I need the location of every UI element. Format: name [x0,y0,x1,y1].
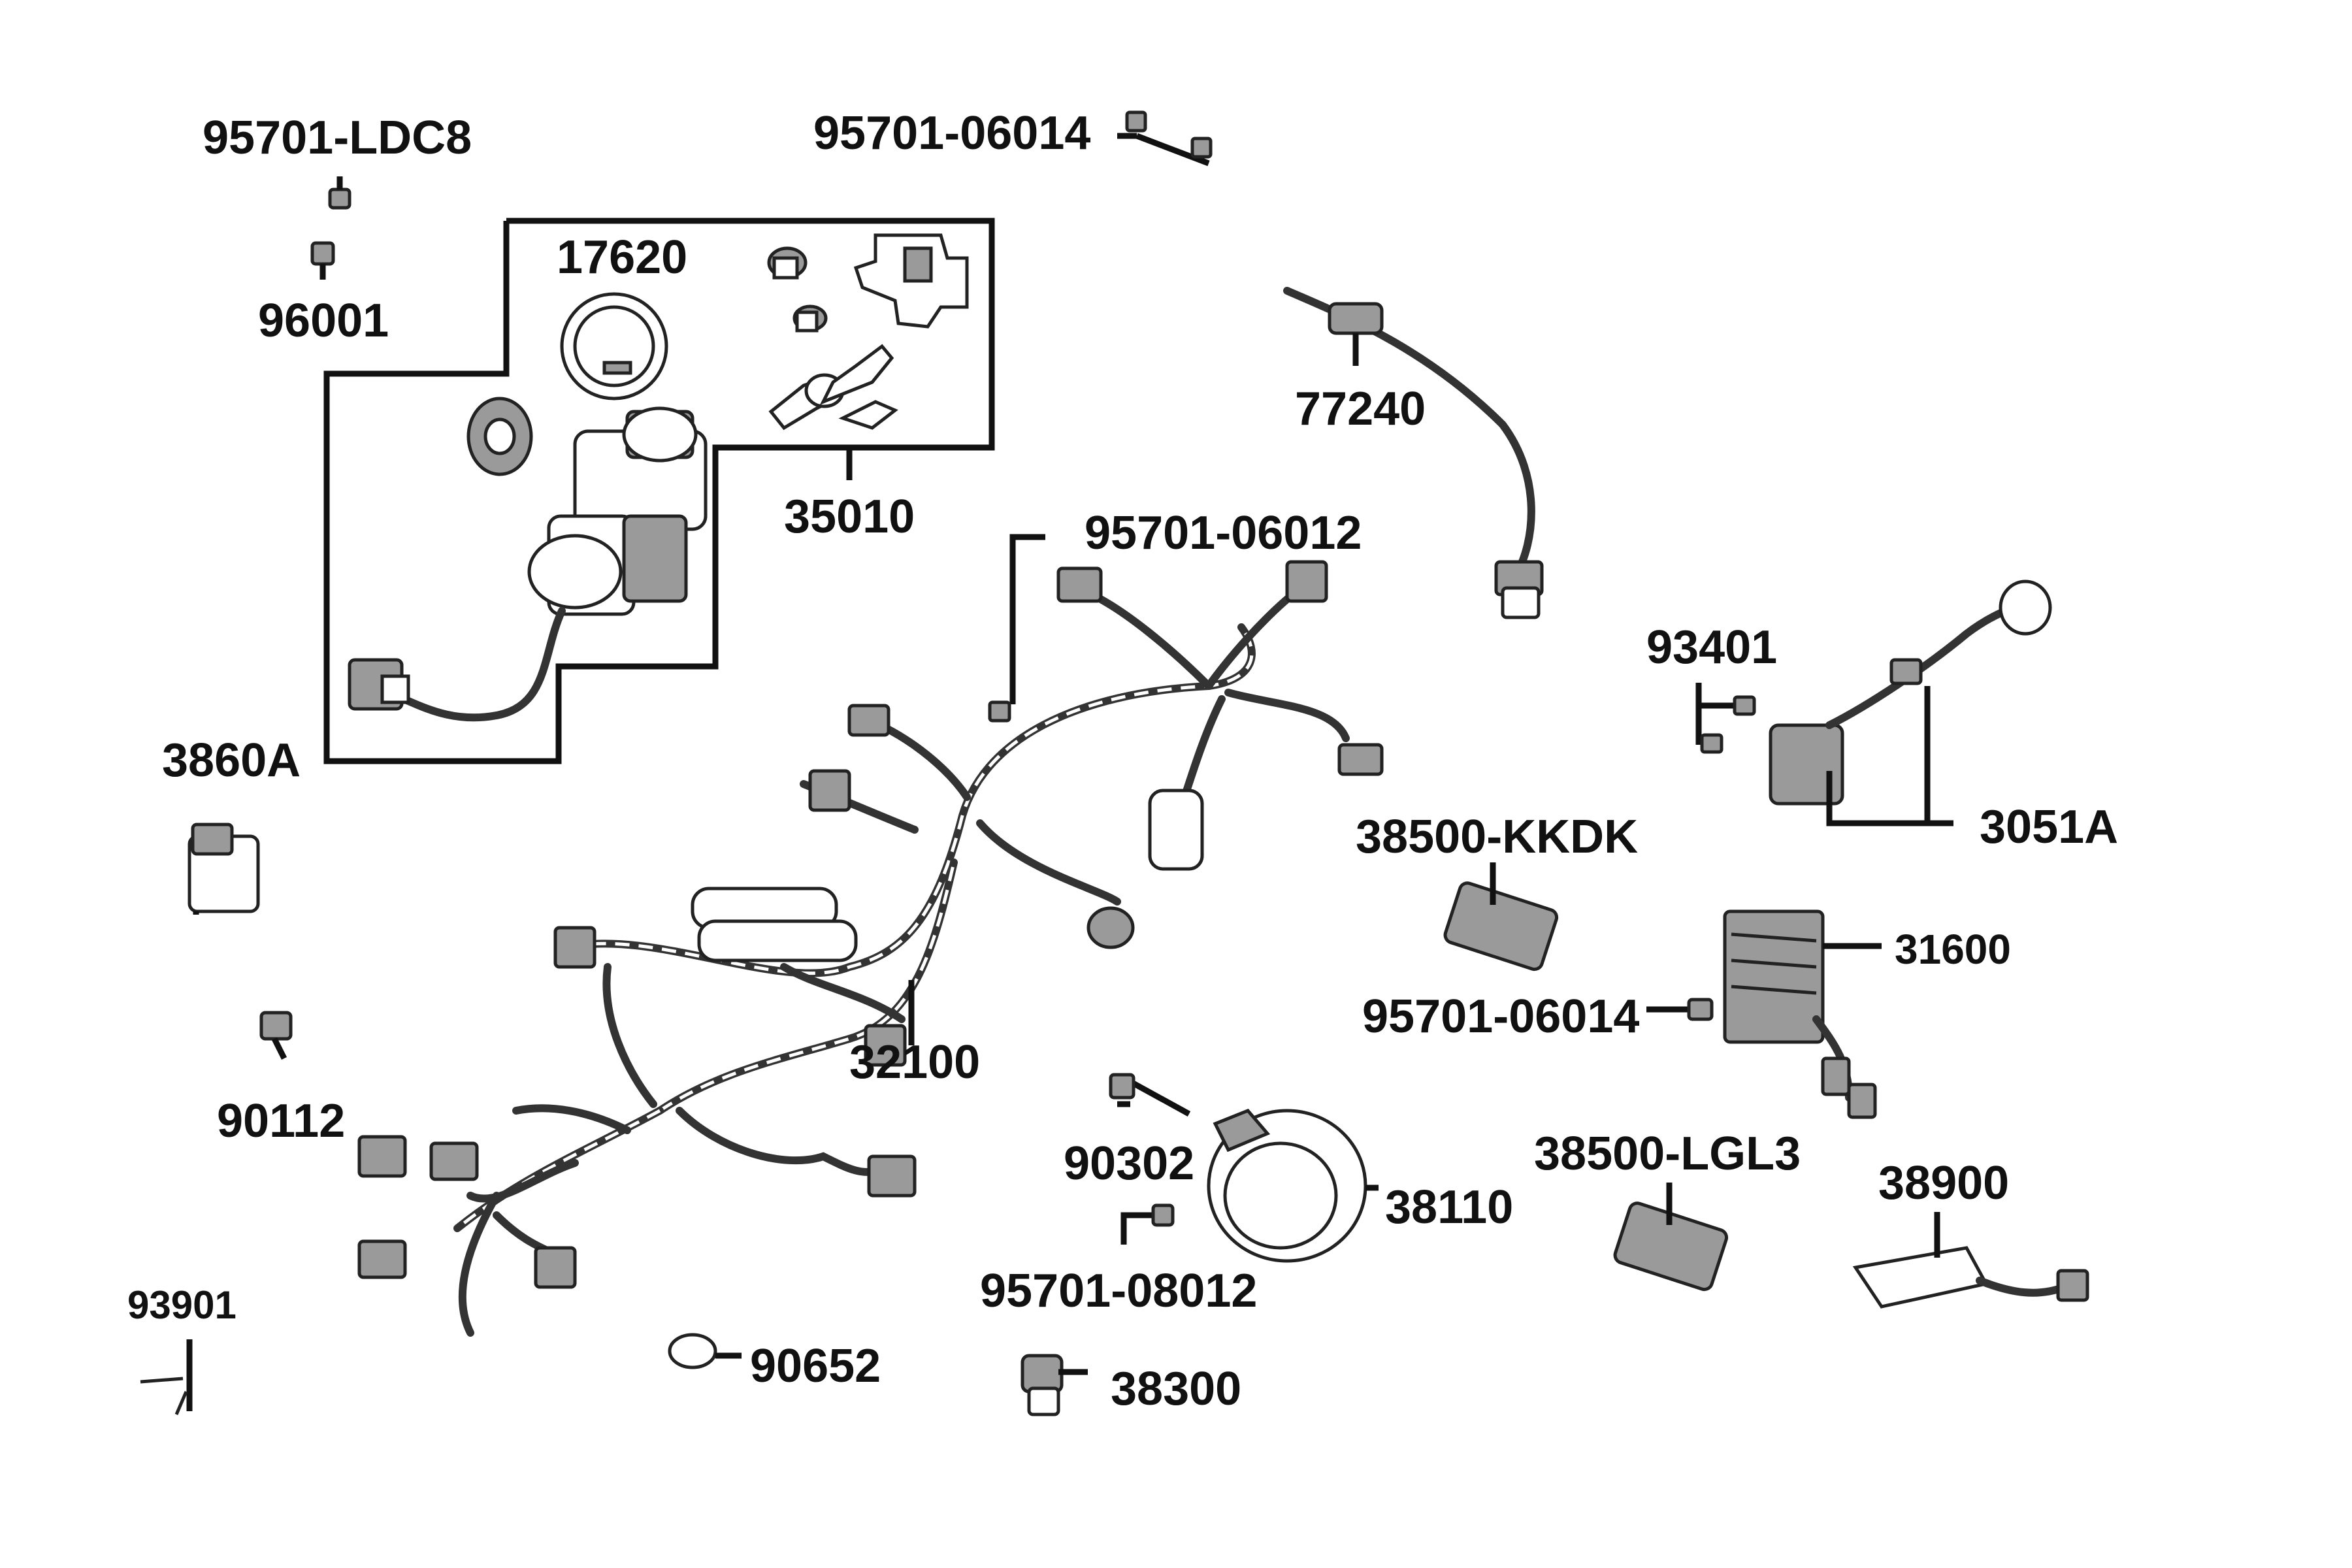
clamp-90652-icon [668,1333,742,1369]
ignition-switch-kit [323,218,995,764]
label-35010: 35010 [784,491,915,543]
label-95701-06014-top: 95701-06014 [813,107,1090,159]
wire-93901-icon [140,1339,193,1415]
label-96001: 96001 [258,295,389,347]
screw-95701-06012-icon [988,534,1045,723]
label-32100: 32100 [849,1036,980,1088]
label-3860a: 3860A [162,734,301,787]
seal-disc-icon [466,397,533,476]
label-93901: 93901 [127,1283,237,1327]
bolt-90302-icon [1109,1073,1191,1117]
nut-96001-icon [310,241,335,280]
regulator-31600-icon [1723,909,1882,1119]
keys-icon [768,344,898,431]
ignition-coil-3051a-icon [1769,580,2052,826]
label-17620: 17620 [557,231,687,284]
seat-lock-icon [767,233,969,333]
label-95701-06014-mid: 95701-06014 [1362,990,1639,1043]
label-38110: 38110 [1385,1181,1513,1233]
bolt-90112-icon [259,1011,293,1060]
main-wiring-harness-icon [357,560,1384,1337]
label-31600: 31600 [1895,926,2011,973]
bolt-95701-ldc8-icon [328,176,351,210]
relay-38500-lgl3-icon [1613,1183,1729,1292]
bolt-95701-06014-top-icon [1117,110,1213,167]
ignition-switch-body-icon [348,406,708,722]
label-90112: 90112 [217,1095,345,1147]
sensor-38900-icon [1852,1212,2089,1309]
label-90652: 90652 [750,1340,881,1392]
horn-38110-icon [1207,1109,1379,1263]
bolt-93401-icon [1695,683,1756,754]
label-3051a: 3051A [1980,801,2118,853]
label-93401: 93401 [1646,621,1777,674]
label-38500-lgl3: 38500-LGL3 [1534,1128,1801,1180]
key-shutter-cap-icon [560,292,668,400]
label-38300: 38300 [1111,1363,1241,1415]
ignition-cable-77240-icon [1283,287,1544,619]
screw-95701-08012-icon [1120,1203,1175,1245]
label-38500-kkdk: 38500-KKDK [1356,811,1638,863]
label-95701-ldc8: 95701-LDC8 [203,112,472,164]
label-77240: 77240 [1295,383,1426,435]
stop-switch-38300-icon [1021,1354,1088,1416]
relay-38500-kkdk-icon [1443,862,1559,972]
label-90302: 90302 [1064,1137,1194,1190]
screw-95701-06014-mid-icon [1646,998,1714,1021]
label-95701-08012: 95701-08012 [980,1265,1257,1317]
relay-3860a-icon [188,823,260,915]
label-95701-06012: 95701-06012 [1085,507,1362,559]
label-38900: 38900 [1878,1157,2009,1209]
